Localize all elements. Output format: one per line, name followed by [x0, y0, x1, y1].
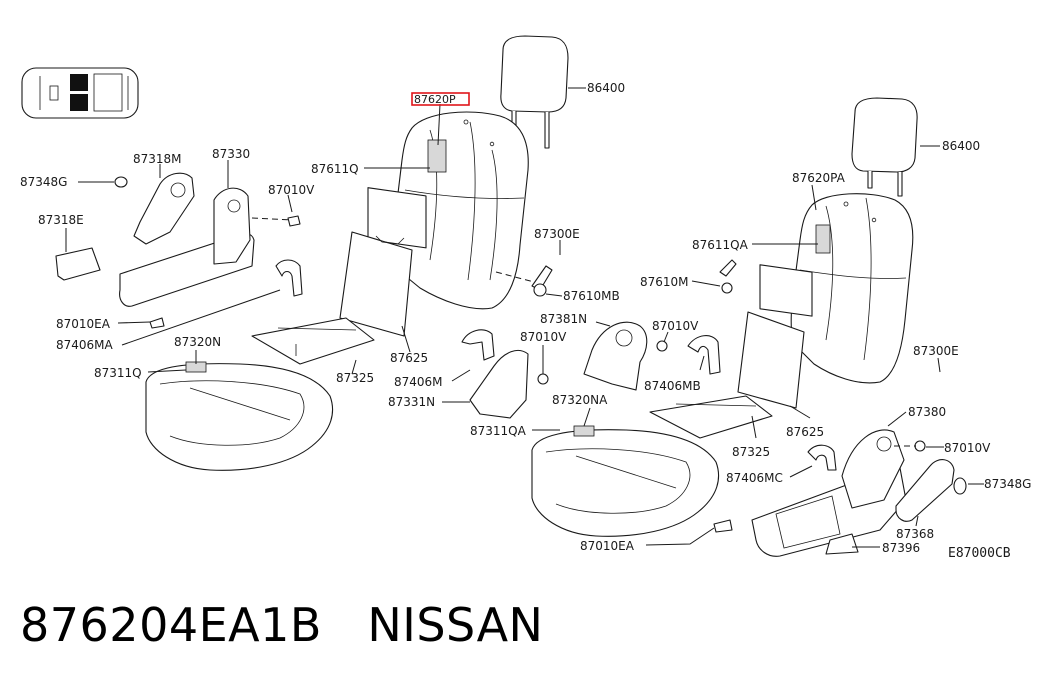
highlight-box: [411, 92, 470, 106]
headrest-right: [851, 97, 918, 197]
part-label[interactable]: 87318E: [38, 213, 84, 227]
vehicle-locator-icon: [21, 67, 139, 119]
part-label[interactable]: 87010EA: [580, 539, 635, 553]
part-label[interactable]: 87611Q: [311, 162, 359, 176]
brand-name: NISSAN: [367, 598, 544, 652]
part-label[interactable]: 87300E: [913, 344, 959, 358]
part-label[interactable]: 87610MB: [563, 289, 620, 303]
part-label[interactable]: 87406M: [394, 375, 443, 389]
headrest-left: [500, 35, 569, 149]
part-label[interactable]: 87010EA: [56, 317, 111, 331]
part-label[interactable]: 87611QA: [692, 238, 749, 252]
part-label[interactable]: 87348G: [20, 175, 67, 189]
part-label[interactable]: 87010V: [944, 441, 991, 455]
part-label[interactable]: 87010V: [520, 330, 567, 344]
part-number: 876204EA1B: [20, 598, 322, 652]
seat-back-left: [339, 111, 529, 337]
seat-side-parts-right: [751, 429, 967, 557]
part-label[interactable]: 87406MA: [56, 338, 114, 352]
part-label[interactable]: 86400: [587, 81, 625, 95]
part-label[interactable]: 87625: [786, 425, 824, 439]
part-label[interactable]: 86400: [942, 139, 980, 153]
part-label[interactable]: 87320NA: [552, 393, 608, 407]
part-label[interactable]: 87010V: [268, 183, 315, 197]
part-label[interactable]: 87620PA: [792, 171, 846, 185]
part-label[interactable]: 87325: [336, 371, 374, 385]
part-label[interactable]: 87320N: [174, 335, 221, 349]
part-labels: 87620P 86400 86400 87611Q 87318M 87330 8…: [20, 81, 1031, 561]
part-caption: 876204EA1B NISSAN: [20, 598, 543, 652]
part-label[interactable]: 87010V: [652, 319, 699, 333]
seat-cushion-right: [531, 395, 773, 537]
part-label[interactable]: 87348G: [984, 477, 1031, 491]
seat-side-parts-left: [55, 172, 303, 329]
part-label[interactable]: 87318M: [133, 152, 182, 166]
part-label[interactable]: 87406MC: [726, 471, 783, 485]
part-label[interactable]: 87311Q: [94, 366, 142, 380]
leader-lines: [65, 87, 984, 548]
seat-back-right: [737, 193, 914, 409]
part-label[interactable]: 87330: [212, 147, 250, 161]
part-label[interactable]: 87406MB: [644, 379, 701, 393]
center-parts: [461, 259, 737, 533]
part-label[interactable]: 87300E: [534, 227, 580, 241]
part-label[interactable]: 87625: [390, 351, 428, 365]
part-label[interactable]: 87380: [908, 405, 946, 419]
caption-gap: [322, 598, 367, 652]
part-label[interactable]: 87610M: [640, 275, 689, 289]
part-label[interactable]: 87331N: [388, 395, 435, 409]
highlighted-part-label[interactable]: 87620P: [414, 93, 456, 106]
diagram-code: E87000CB: [948, 546, 1011, 561]
part-label[interactable]: 87325: [732, 445, 770, 459]
part-label[interactable]: 87396: [882, 541, 920, 555]
part-label[interactable]: 87311QA: [470, 424, 527, 438]
part-label[interactable]: 87368: [896, 527, 934, 541]
part-label[interactable]: 87381N: [540, 312, 587, 326]
seat-cushion-left: [145, 317, 375, 471]
